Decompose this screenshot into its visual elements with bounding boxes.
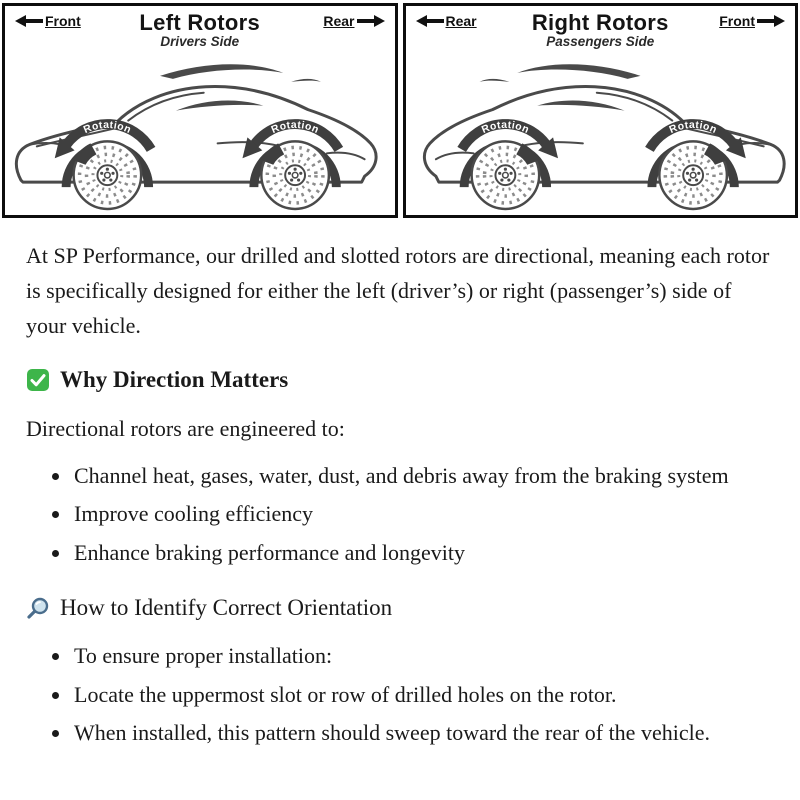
intro-paragraph: At SP Performance, our drilled and slott…	[26, 242, 770, 339]
svg-text:Rotation: Rotation	[667, 120, 717, 136]
right-rotors-panel: Rear Right Rotors Passengers Side Front …	[402, 3, 798, 218]
right-panel-title: Right Rotors	[531, 10, 669, 35]
rear-label-text: Rear	[445, 13, 477, 29]
list-item: Enhance braking performance and longevit…	[72, 536, 774, 571]
rear-direction-label: Rear	[415, 13, 477, 29]
list-item: Improve cooling efficiency	[72, 497, 774, 532]
why-direction-heading: Why Direction Matters	[26, 367, 774, 393]
left-panel-titleblock: Left Rotors Drivers Side	[11, 10, 389, 49]
rotor-diagram: Front Left Rotors Drivers Side Rear	[0, 0, 800, 218]
left-panel-header: Front Left Rotors Drivers Side Rear	[11, 10, 389, 52]
front-label-text: Front	[45, 13, 81, 29]
car-line-art	[16, 64, 376, 209]
right-arrow-icon	[757, 15, 785, 27]
front-direction-label: Front	[719, 13, 785, 29]
right-arrow-icon	[356, 15, 385, 27]
why-direction-heading-text: Why Direction Matters	[60, 367, 289, 393]
svg-text:Rotation: Rotation	[480, 120, 530, 136]
right-panel-header: Rear Right Rotors Passengers Side Front	[412, 10, 790, 52]
list-item: Channel heat, gases, water, dust, and de…	[72, 459, 774, 494]
rear-label-text: Rear	[323, 13, 355, 29]
orientation-list: To ensure proper installation: Locate th…	[26, 639, 774, 751]
check-icon	[26, 368, 50, 392]
orientation-heading: How to Identify Correct Orientation	[26, 595, 774, 621]
car-line-art	[424, 64, 784, 209]
left-arrow-icon	[415, 15, 444, 27]
left-panel-title: Left Rotors	[139, 10, 261, 35]
svg-text:Rotation: Rotation	[82, 120, 132, 136]
rotation-label: Rotation	[667, 120, 717, 136]
left-arrow-icon	[15, 15, 43, 27]
car-side-view-right: Rotation Rotation	[412, 52, 790, 215]
article-body: At SP Performance, our drilled and slott…	[0, 218, 800, 799]
left-panel-subtitle: Drivers Side	[160, 34, 240, 50]
car-side-view-left: Rotation Rotation	[11, 52, 389, 215]
svg-text:Rotation: Rotation	[270, 120, 320, 136]
front-label-text: Front	[719, 13, 755, 29]
orientation-heading-text: How to Identify Correct Orientation	[60, 594, 393, 620]
rear-direction-label: Rear	[323, 13, 385, 29]
rotation-label: Rotation	[270, 120, 320, 136]
right-panel-titleblock: Right Rotors Passengers Side	[412, 10, 790, 49]
list-item: Locate the uppermost slot or row of dril…	[72, 678, 774, 713]
engineered-lead: Directional rotors are engineered to:	[26, 416, 345, 442]
front-direction-label: Front	[15, 13, 81, 29]
left-rotors-panel: Front Left Rotors Drivers Side Rear	[2, 3, 398, 218]
right-panel-subtitle: Passengers Side	[546, 34, 655, 50]
why-direction-list: Channel heat, gases, water, dust, and de…	[26, 459, 774, 571]
list-item: When installed, this pattern should swee…	[72, 716, 774, 751]
list-item: To ensure proper installation:	[72, 639, 774, 674]
rotation-label: Rotation	[480, 120, 530, 136]
magnifier-icon	[26, 596, 50, 620]
rotation-label: Rotation	[82, 120, 132, 136]
